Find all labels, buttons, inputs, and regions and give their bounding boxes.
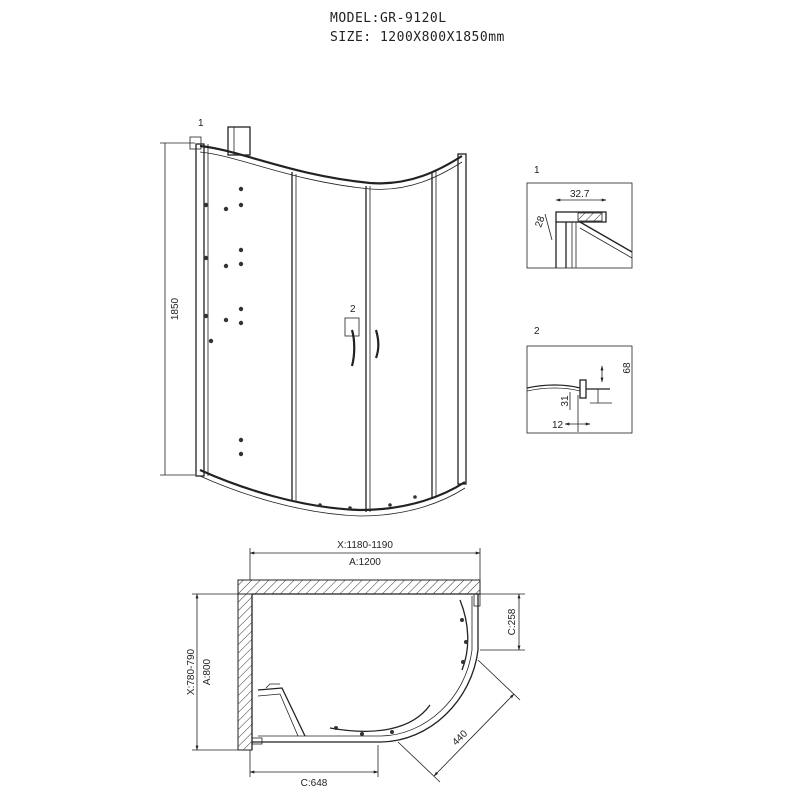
seat — [257, 687, 306, 737]
a-width-label: A:1200 — [349, 557, 381, 568]
model-label: MODEL:GR-9120L — [330, 11, 447, 26]
callout-2-box — [344, 317, 360, 337]
sliding-door-a — [329, 704, 431, 732]
plan-view: X:1180-1190 A:1200 C:258 X: — [186, 540, 525, 789]
detail-1-frame — [526, 182, 633, 269]
c-side-label: C:258 — [507, 608, 518, 635]
left-frame — [195, 143, 205, 477]
front-view: 1850 1 — [160, 118, 467, 517]
x-width-label: X:1180-1190 — [337, 540, 393, 551]
detail-1: 1 32.7 28 — [526, 165, 633, 269]
right-post — [457, 153, 467, 485]
top-curved-rail — [199, 144, 463, 185]
c-bottom-label: C:648 — [301, 778, 328, 789]
wall-profile — [227, 126, 251, 156]
detail-2-bottom: 12 — [552, 420, 564, 431]
header: MODEL:GR-9120L SIZE: 1200X800X1850mm — [330, 11, 505, 45]
callout-1: 1 — [198, 118, 204, 129]
callout-2: 2 — [350, 304, 356, 315]
detail-2-number: 2 — [534, 326, 540, 337]
detail-2-height: 68 — [622, 362, 633, 374]
detail-2-mid: 31 — [560, 395, 571, 407]
detail-2-frame — [526, 345, 633, 434]
handle-profile — [579, 379, 587, 399]
bottom-rollers — [318, 495, 417, 510]
side-wall — [237, 593, 253, 751]
detail-1-side: 28 — [533, 214, 547, 229]
a-depth-label: A:800 — [202, 658, 213, 685]
radius-label: 440 — [450, 728, 470, 748]
detail-2: 2 68 31 12 — [526, 326, 633, 434]
size-label: SIZE: 1200X800X1850mm — [330, 30, 505, 45]
x-depth-label: X:780-790 — [186, 648, 197, 695]
height-label: 1850 — [170, 297, 181, 320]
radius-dimension-line — [433, 693, 515, 777]
detail-1-number: 1 — [534, 165, 540, 176]
body-jets — [203, 186, 244, 457]
detail-1-width: 32.7 — [570, 189, 590, 200]
door-handle-right — [374, 329, 380, 359]
tray-outline — [252, 594, 479, 743]
bottom-curved-rail — [199, 468, 466, 512]
sliding-door-b — [459, 599, 469, 671]
back-wall — [237, 579, 481, 595]
door-handle-left — [350, 329, 356, 367]
